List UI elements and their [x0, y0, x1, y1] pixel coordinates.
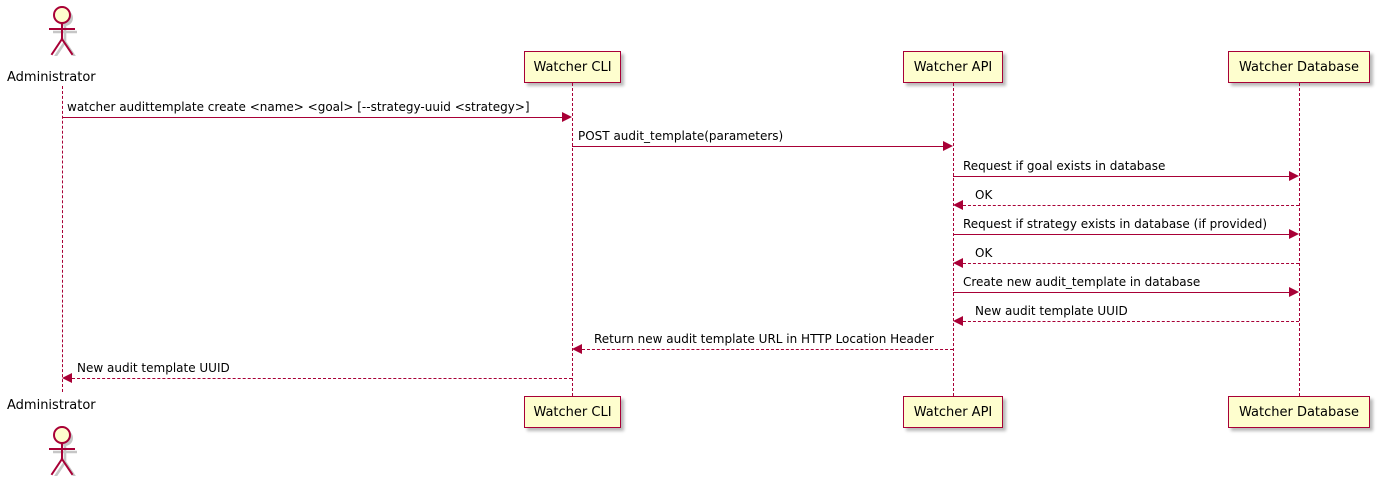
message-label-5: Request if strategy exists in database (…: [963, 217, 1268, 231]
participant-box-watcher-cli-bottom[interactable]: Watcher CLI: [524, 396, 621, 428]
lifeline-watcher-api: [953, 83, 954, 396]
message-line-5: [953, 234, 1289, 235]
message-label-4: OK: [975, 188, 993, 202]
message-label-1: watcher audittemplate create <name> <goa…: [67, 100, 530, 114]
message-label-3: Request if goal exists in database: [963, 159, 1166, 173]
lifeline-watcher-cli: [572, 83, 573, 396]
message-arrowhead-1: [562, 112, 572, 122]
message-label-8: New audit template UUID: [975, 304, 1128, 318]
lifeline-watcher-database: [1299, 83, 1300, 396]
message-arrowhead-6: [953, 258, 963, 268]
message-arrowhead-10: [62, 373, 72, 383]
message-line-10: [72, 378, 572, 379]
message-label-2: POST audit_template(parameters): [578, 129, 784, 143]
message-arrowhead-5: [1289, 229, 1299, 239]
message-line-1: [62, 117, 562, 118]
message-arrowhead-7: [1289, 287, 1299, 297]
message-arrowhead-9: [572, 344, 582, 354]
message-arrowhead-8: [953, 316, 963, 326]
message-arrowhead-4: [953, 200, 963, 210]
lifeline-administrator: [62, 86, 63, 392]
message-label-6: OK: [975, 246, 993, 260]
message-label-9: Return new audit template URL in HTTP Lo…: [594, 332, 934, 346]
message-line-7: [953, 292, 1289, 293]
actor-administrator-bottom-label: Administrator: [7, 398, 96, 413]
actor-administrator-top-label: Administrator: [7, 70, 96, 85]
message-arrowhead-3: [1289, 171, 1299, 181]
message-line-9: [582, 349, 953, 350]
message-line-3: [953, 176, 1289, 177]
message-label-7: Create new audit_template in database: [963, 275, 1201, 289]
participant-box-watcher-api-bottom[interactable]: Watcher API: [903, 396, 1003, 428]
participant-box-watcher-cli-top[interactable]: Watcher CLI: [524, 51, 621, 83]
message-line-4: [963, 205, 1299, 206]
message-line-8: [963, 321, 1299, 322]
message-arrowhead-2: [943, 141, 953, 151]
participant-box-watcher-database-bottom[interactable]: Watcher Database: [1228, 396, 1370, 428]
participant-box-watcher-api-top[interactable]: Watcher API: [903, 51, 1003, 83]
message-line-2: [572, 146, 943, 147]
message-label-10: New audit template UUID: [77, 361, 230, 375]
actor-administrator-top-icon: [49, 6, 77, 56]
message-line-6: [963, 263, 1299, 264]
actor-administrator-bottom-icon: [49, 426, 77, 476]
participant-box-watcher-database-top[interactable]: Watcher Database: [1228, 51, 1370, 83]
